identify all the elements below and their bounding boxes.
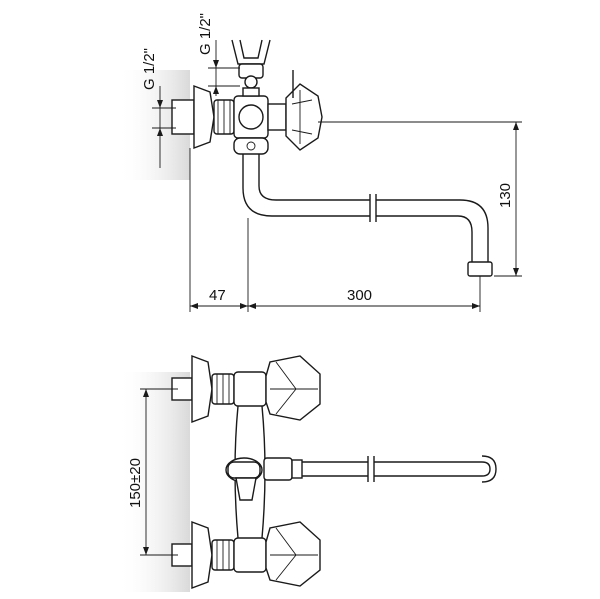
- spout-top-view: [302, 455, 497, 483]
- inlet-spacing-label: 150±20: [127, 458, 144, 508]
- top-view: 150±20: [118, 354, 497, 592]
- spout: [242, 154, 493, 277]
- wall-offset-label: 47: [209, 287, 226, 304]
- dimension-lines-bottom: [140, 388, 178, 556]
- dimension-lines-top: [152, 40, 522, 312]
- spout-height-label: 130: [497, 183, 514, 208]
- diverter: [233, 137, 269, 155]
- wall-inlet-fitting: [171, 84, 235, 150]
- thread-top-label: G 1/2": [197, 13, 214, 55]
- connecting-body: [225, 405, 303, 539]
- mixer-body: [233, 95, 287, 139]
- side-view: G 1/2" G 1/2" 130 47 300: [118, 13, 522, 312]
- thread-left-label: G 1/2": [141, 48, 158, 90]
- spout-length-label: 300: [347, 287, 372, 304]
- upper-inlet-assembly: [171, 354, 321, 424]
- shower-holder: [231, 39, 271, 97]
- handle-knob: [285, 83, 323, 151]
- lower-inlet-assembly: [171, 520, 321, 590]
